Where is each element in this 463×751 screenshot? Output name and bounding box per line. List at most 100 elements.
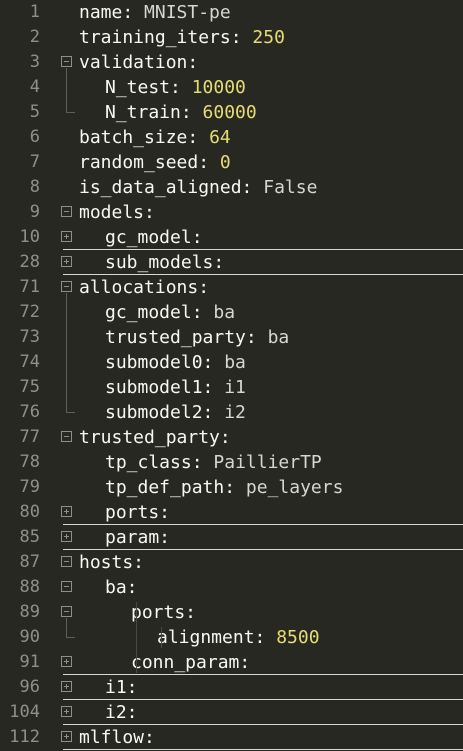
code-text: random_seed: 0 — [79, 150, 231, 175]
code-text: allocations: — [79, 275, 209, 300]
fold-collapse-icon[interactable] — [61, 281, 72, 292]
code-text: models: — [79, 200, 155, 225]
yaml-value: False — [263, 177, 318, 198]
fold-expand-icon[interactable] — [61, 731, 72, 742]
fold-expand-icon[interactable] — [61, 706, 72, 717]
folded-region-marker — [63, 699, 463, 700]
code-text: N_test: 10000 — [105, 75, 246, 100]
code-text: name: MNIST-pe — [79, 0, 231, 25]
code-line[interactable]: 7 random_seed: 0 — [0, 150, 463, 175]
code-text: ba: — [105, 575, 138, 600]
yaml-value: 8500 — [276, 627, 320, 648]
code-line[interactable]: 1 name: MNIST-pe — [0, 0, 463, 25]
line-number: 78 — [19, 452, 40, 472]
code-line[interactable]: 90 alignment: 8500 — [0, 625, 463, 650]
line-number: 7 — [29, 152, 40, 172]
code-text: mlflow: — [79, 725, 155, 750]
yaml-key: submodel0: — [105, 352, 214, 373]
code-text: trusted_party: ba — [105, 325, 289, 350]
code-line[interactable]: 88 ba: — [0, 575, 463, 600]
code-text: submodel2: i2 — [105, 400, 246, 425]
folded-region-marker — [63, 274, 463, 275]
fold-expand-icon[interactable] — [61, 231, 72, 242]
code-text: ports: — [105, 500, 170, 525]
yaml-key: submodel2: — [105, 402, 214, 423]
yaml-key: N_train: — [105, 102, 192, 123]
code-line[interactable]: 5 N_train: 60000 — [0, 100, 463, 125]
fold-collapse-icon[interactable] — [61, 606, 72, 617]
fold-expand-icon[interactable] — [61, 656, 72, 667]
fold-collapse-icon[interactable] — [61, 556, 72, 567]
code-text: alignment: 8500 — [157, 625, 320, 650]
yaml-value: 0 — [219, 152, 231, 173]
yaml-key: validation: — [79, 52, 199, 73]
fold-collapse-icon[interactable] — [61, 56, 72, 67]
fold-expand-icon[interactable] — [61, 681, 72, 692]
fold-expand-icon[interactable] — [61, 531, 72, 542]
fold-collapse-icon[interactable] — [61, 431, 72, 442]
code-text: submodel1: i1 — [105, 375, 246, 400]
line-number: 96 — [19, 677, 40, 697]
yaml-key: mlflow: — [79, 727, 155, 748]
fold-guide — [66, 68, 67, 112]
line-number: 88 — [19, 577, 40, 597]
line-number: 5 — [29, 102, 40, 122]
yaml-key: allocations: — [79, 277, 210, 298]
yaml-value: 64 — [209, 127, 231, 148]
yaml-key: trusted_party: — [105, 327, 257, 348]
fold-guide-end — [66, 637, 75, 638]
code-line[interactable]: 87 hosts: — [0, 550, 463, 575]
line-number: 73 — [19, 327, 40, 347]
fold-collapse-icon[interactable] — [61, 206, 72, 217]
code-text: hosts: — [79, 550, 144, 575]
code-line[interactable]: 73 trusted_party: ba — [0, 325, 463, 350]
line-number: 1 — [29, 2, 40, 22]
yaml-value: i1 — [224, 377, 246, 398]
line-number: 91 — [19, 652, 40, 672]
yaml-key: is_data_aligned: — [79, 177, 253, 198]
fold-collapse-icon[interactable] — [61, 581, 72, 592]
yaml-value: 60000 — [202, 102, 257, 123]
fold-expand-icon[interactable] — [61, 506, 72, 517]
folded-region-marker — [63, 749, 463, 750]
line-number: 90 — [19, 627, 40, 647]
code-text: submodel0: ba — [105, 350, 246, 375]
code-text: sub_models: — [105, 250, 224, 275]
code-text: trusted_party: — [79, 425, 231, 450]
yaml-key: i2: — [105, 702, 138, 723]
indent-guide — [136, 602, 137, 673]
yaml-key: models: — [79, 202, 155, 223]
folded-region-marker — [63, 524, 463, 525]
yaml-key: sub_models: — [105, 252, 225, 273]
yaml-key: alignment: — [157, 627, 266, 648]
fold-guide — [66, 618, 67, 637]
yaml-key: training_iters: — [79, 27, 242, 48]
yaml-key: submodel1: — [105, 377, 214, 398]
fold-expand-icon[interactable] — [61, 256, 72, 267]
line-number: 87 — [19, 552, 40, 572]
